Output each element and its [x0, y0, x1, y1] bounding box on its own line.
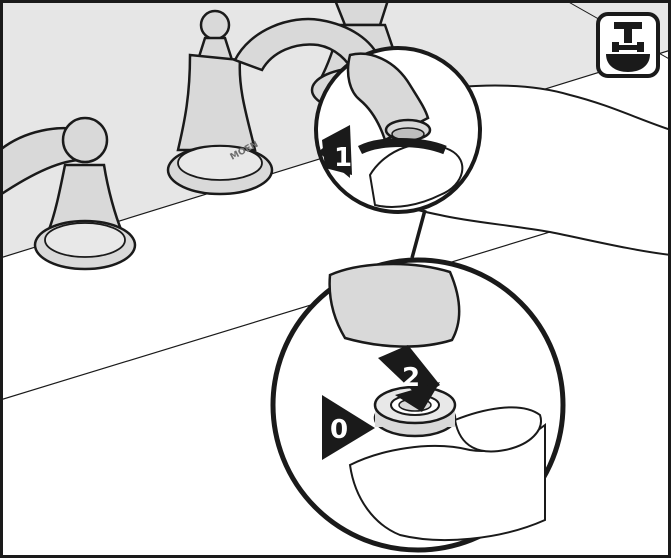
step-number-0: 0: [330, 415, 348, 445]
bathroom-faucet-icon: [598, 14, 658, 76]
step-number-1: 1: [334, 143, 352, 173]
spout-end: [330, 264, 460, 347]
detail-circle-top: 1: [316, 48, 480, 212]
step-number-2: 2: [402, 363, 420, 393]
detail-circle-bottom: 2 0: [273, 260, 563, 550]
